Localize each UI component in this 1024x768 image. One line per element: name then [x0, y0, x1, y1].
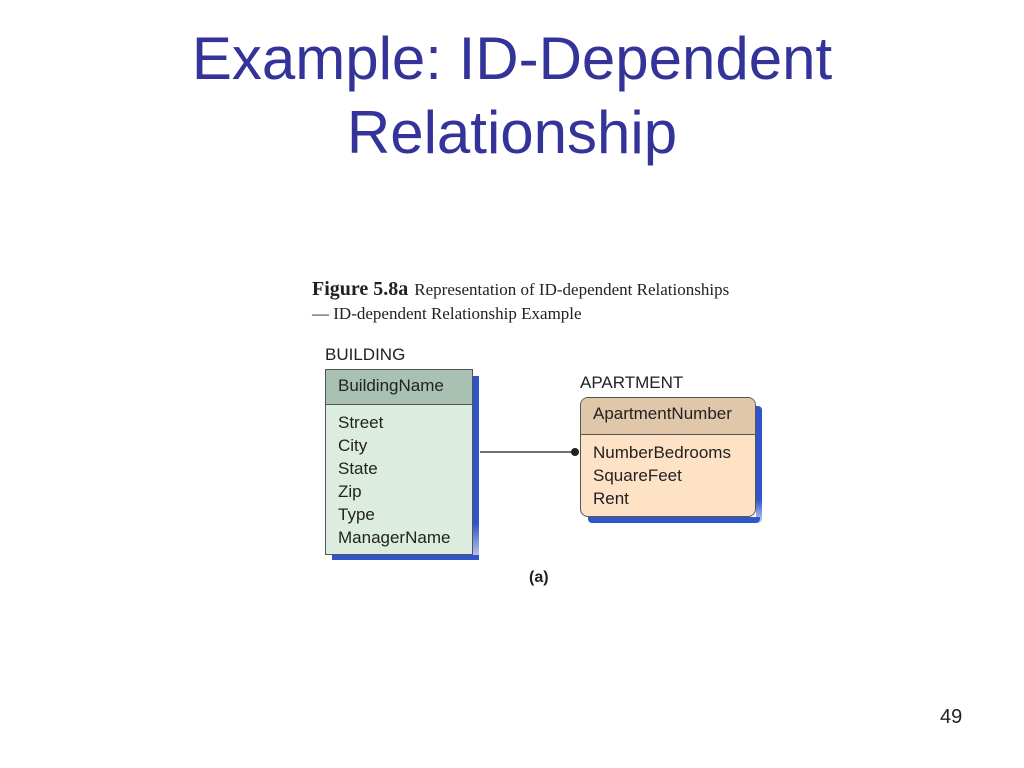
figure-caption: Figure 5.8a Representation of ID-dependen…	[312, 276, 729, 325]
slide-title-line-2: Relationship	[346, 99, 678, 166]
apartment-key-attribute: ApartmentNumber	[593, 404, 732, 423]
apartment-shadow-right	[756, 406, 762, 523]
building-key-attribute: BuildingName	[338, 376, 444, 395]
building-attribute: Zip	[338, 482, 362, 501]
building-attribute: Street	[338, 413, 384, 432]
building-entity: BuildingName Street City State Zip Type …	[325, 369, 473, 555]
figure-caption-title: Representation of ID-dependent Relations…	[414, 280, 730, 299]
building-attribute: Type	[338, 505, 375, 524]
apartment-entity-name: APARTMENT	[580, 373, 684, 392]
slide-title-line-1: Example: ID-Dependent	[191, 25, 833, 92]
building-entity-name: BUILDING	[325, 345, 406, 364]
building-attribute-list: Street City State Zip Type ManagerName	[326, 405, 472, 549]
building-shadow-right	[473, 376, 479, 560]
apartment-shadow-bottom	[588, 517, 760, 523]
apartment-attribute-list: NumberBedrooms SquareFeet Rent	[581, 435, 755, 510]
building-shadow-bottom	[332, 555, 479, 560]
page-number: 49	[940, 706, 963, 728]
building-attribute: City	[338, 436, 368, 455]
apartment-entity: ApartmentNumber NumberBedrooms SquareFee…	[580, 397, 756, 517]
building-attribute: ManagerName	[338, 528, 451, 547]
slide-title: Example: ID-Dependent Relationship	[0, 22, 1024, 170]
apartment-attribute: NumberBedrooms	[593, 443, 731, 462]
figure-sub-label: (a)	[529, 569, 549, 586]
apartment-attribute: Rent	[593, 489, 629, 508]
figure-caption-subtitle: — ID-dependent Relationship Example	[312, 304, 582, 323]
apartment-attribute: SquareFeet	[593, 466, 682, 485]
relationship-dot-icon	[571, 448, 579, 456]
apartment-key-section: ApartmentNumber	[581, 398, 755, 435]
figure-number: Figure 5.8a	[312, 278, 409, 300]
building-attribute: State	[338, 459, 378, 478]
building-key-section: BuildingName	[326, 370, 472, 405]
